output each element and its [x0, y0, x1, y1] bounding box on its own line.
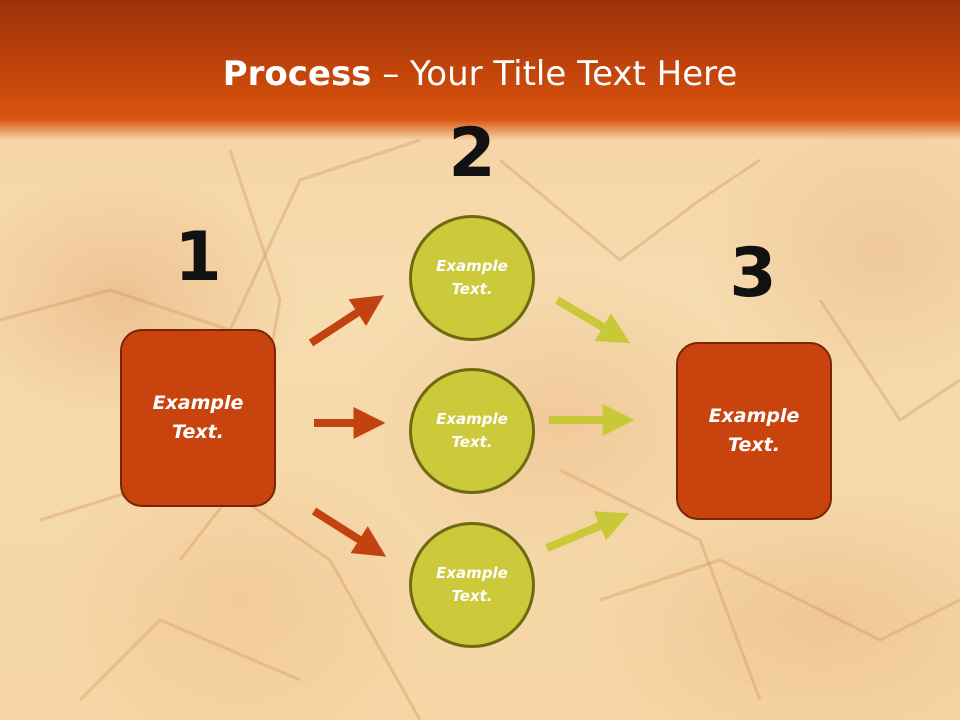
- circle-bottom-text: Example Text.: [436, 564, 508, 605]
- right-box-text: Example Text.: [708, 405, 800, 456]
- step-number-1: 1: [174, 218, 222, 297]
- slide-title: Process – Your Title Text Here: [0, 52, 960, 96]
- circle-top: Example Text.: [409, 215, 535, 341]
- arrow-top-to-right: [554, 296, 631, 344]
- right-box: Example Text.: [676, 342, 832, 520]
- arrow-left-to-bottom: [311, 507, 387, 557]
- title-bar: [0, 0, 960, 140]
- circle-middle-text: Example Text.: [436, 410, 508, 451]
- title-rest: – Your Title Text Here: [371, 54, 738, 94]
- step-number-3: 3: [729, 234, 777, 313]
- arrow-bottom-to-right: [545, 511, 630, 552]
- title-bold: Process: [222, 54, 372, 94]
- circle-top-text: Example Text.: [436, 257, 508, 298]
- arrow-left-to-top: [308, 295, 385, 347]
- left-box: Example Text.: [120, 329, 276, 507]
- step-number-2: 2: [448, 114, 496, 193]
- left-box-text: Example Text.: [152, 392, 244, 443]
- circle-bottom: Example Text.: [409, 522, 535, 648]
- circle-middle: Example Text.: [409, 368, 535, 494]
